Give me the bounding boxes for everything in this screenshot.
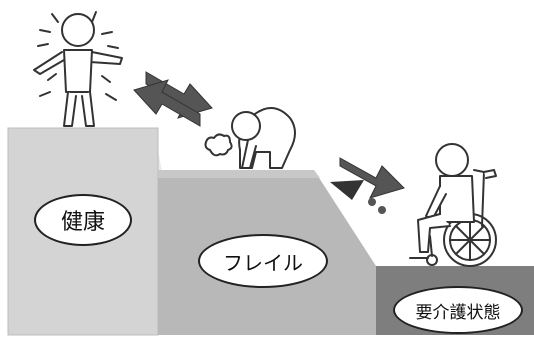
dot-icon [378,206,386,214]
frail-person-icon [204,107,296,169]
wheelchair-person-icon [409,143,497,267]
recovery-arrows [133,71,213,127]
arrow-to-care-icon [339,157,405,199]
stumble-triangle-icon [330,180,364,200]
stage-label-health: 健康 [34,194,132,246]
healthy-person-icon [33,11,123,127]
frailty-block-shade [158,170,320,178]
stage-label-care: 要介護状態 [393,286,523,334]
dot-icon [368,198,376,206]
arrow-up-left-icon [133,79,201,127]
decline-arrow [330,157,405,214]
stage-label-frailty: フレイル [198,234,328,288]
